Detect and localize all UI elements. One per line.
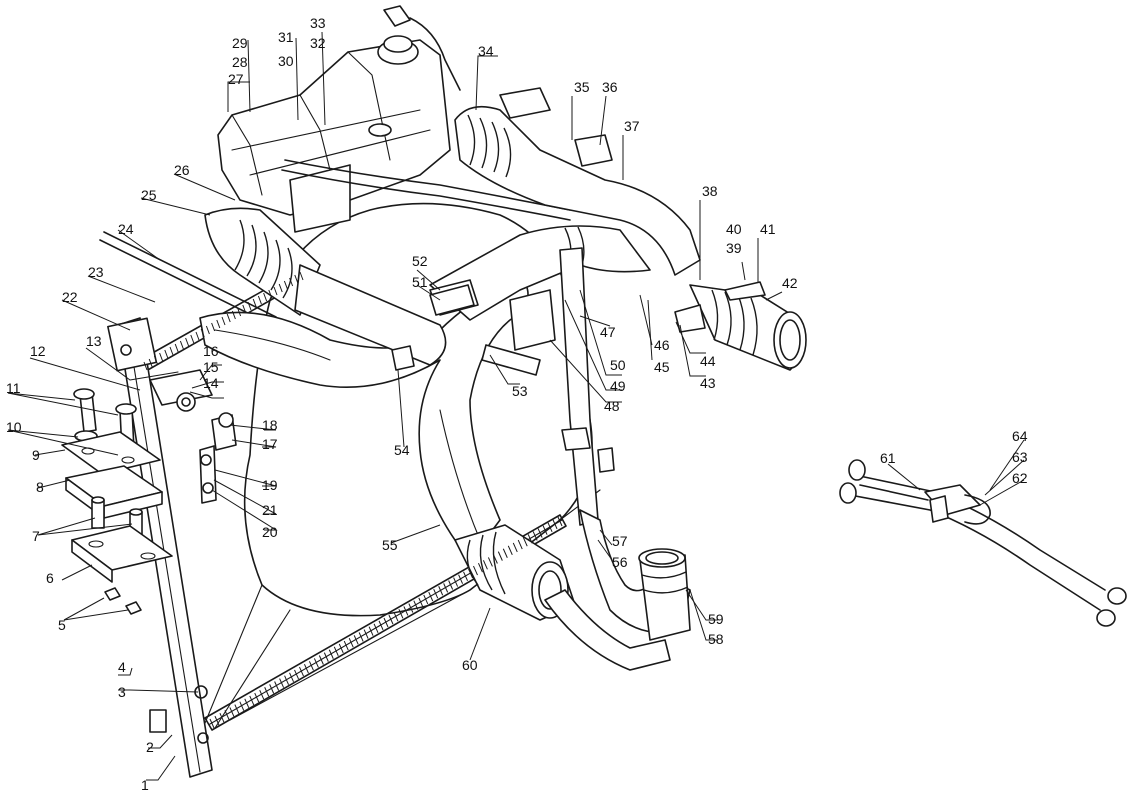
callout-42: 42 (782, 275, 798, 291)
callout-6: 6 (46, 570, 54, 586)
callout-19: 19 (262, 477, 278, 493)
radiator-fin-marks (143, 271, 563, 729)
callout-23: 23 (88, 264, 104, 280)
callout-50: 50 (610, 357, 626, 373)
callout-40: 40 (726, 221, 742, 237)
callout-39: 39 (726, 240, 742, 256)
callout-29: 29 (232, 35, 248, 51)
callout-20: 20 (262, 524, 278, 540)
callout-45: 45 (654, 359, 670, 375)
callout-31: 31 (278, 29, 294, 45)
callout-48: 48 (604, 398, 620, 414)
callout-28: 28 (232, 54, 248, 70)
callout-10: 10 (6, 419, 22, 435)
callout-49: 49 (610, 378, 626, 394)
callout-24: 24 (118, 221, 134, 237)
callout-52: 52 (412, 253, 428, 269)
callout-58: 58 (708, 631, 724, 647)
callout-16: 16 (203, 343, 219, 359)
right-outlet-bellows (674, 281, 807, 371)
detached-pipe-assembly (839, 459, 1127, 627)
callout-44: 44 (700, 353, 716, 369)
callout-61: 61 (880, 450, 896, 466)
callout-2: 2 (146, 739, 154, 755)
callout-53: 53 (512, 383, 528, 399)
callout-62: 62 (1012, 470, 1028, 486)
lower-outlet-bellows (454, 524, 671, 671)
callout-17: 17 (262, 436, 278, 452)
part-number-labels: 1 2 3 4 5 6 7 8 9 10 11 12 13 14 15 16 1… (6, 15, 1028, 793)
callout-56: 56 (612, 554, 628, 570)
callout-55: 55 (382, 537, 398, 553)
callout-15: 15 (203, 359, 219, 375)
callout-47: 47 (600, 324, 616, 340)
callout-4: 4 (118, 659, 126, 675)
mount-bracket-stack (61, 388, 173, 615)
callout-7: 7 (32, 528, 40, 544)
charge-air-pipe-upper (454, 87, 701, 276)
callout-11: 11 (6, 380, 21, 396)
callout-21: 21 (262, 502, 278, 518)
callout-26: 26 (174, 162, 190, 178)
callout-27: 27 (228, 71, 244, 87)
callout-37: 37 (624, 118, 640, 134)
callout-36: 36 (602, 79, 618, 95)
callout-33: 33 (310, 15, 326, 31)
standing-pipe (638, 548, 691, 641)
upper-mount-bracket (129, 369, 237, 504)
callout-59: 59 (708, 611, 724, 627)
callout-9: 9 (32, 447, 40, 463)
callout-18: 18 (262, 417, 278, 433)
callout-51: 51 (412, 274, 428, 290)
callout-38: 38 (702, 183, 718, 199)
overflow-hose (99, 159, 571, 326)
callout-35: 35 (574, 79, 590, 95)
callout-8: 8 (36, 479, 44, 495)
callout-34: 34 (478, 43, 494, 59)
callout-25: 25 (141, 187, 157, 203)
callout-13: 13 (86, 333, 102, 349)
callout-5: 5 (58, 617, 66, 633)
callout-46: 46 (654, 337, 670, 353)
callout-64: 64 (1012, 428, 1028, 444)
callout-1: 1 (141, 777, 149, 793)
expansion-tank (217, 5, 461, 233)
callout-22: 22 (62, 289, 78, 305)
callout-57: 57 (612, 533, 628, 549)
callout-41: 41 (760, 221, 776, 237)
callout-60: 60 (462, 657, 478, 673)
callout-3: 3 (118, 684, 126, 700)
leader-lines (7, 31, 1025, 781)
upper-bellows-hose (204, 207, 447, 366)
hose-clamps (391, 284, 556, 376)
callout-30: 30 (278, 53, 294, 69)
callout-63: 63 (1012, 449, 1028, 465)
callout-12: 12 (30, 343, 46, 359)
callout-54: 54 (394, 442, 410, 458)
side-frame-rail (107, 317, 213, 778)
callout-32: 32 (310, 35, 326, 51)
callout-14: 14 (203, 375, 219, 391)
callout-43: 43 (700, 375, 716, 391)
